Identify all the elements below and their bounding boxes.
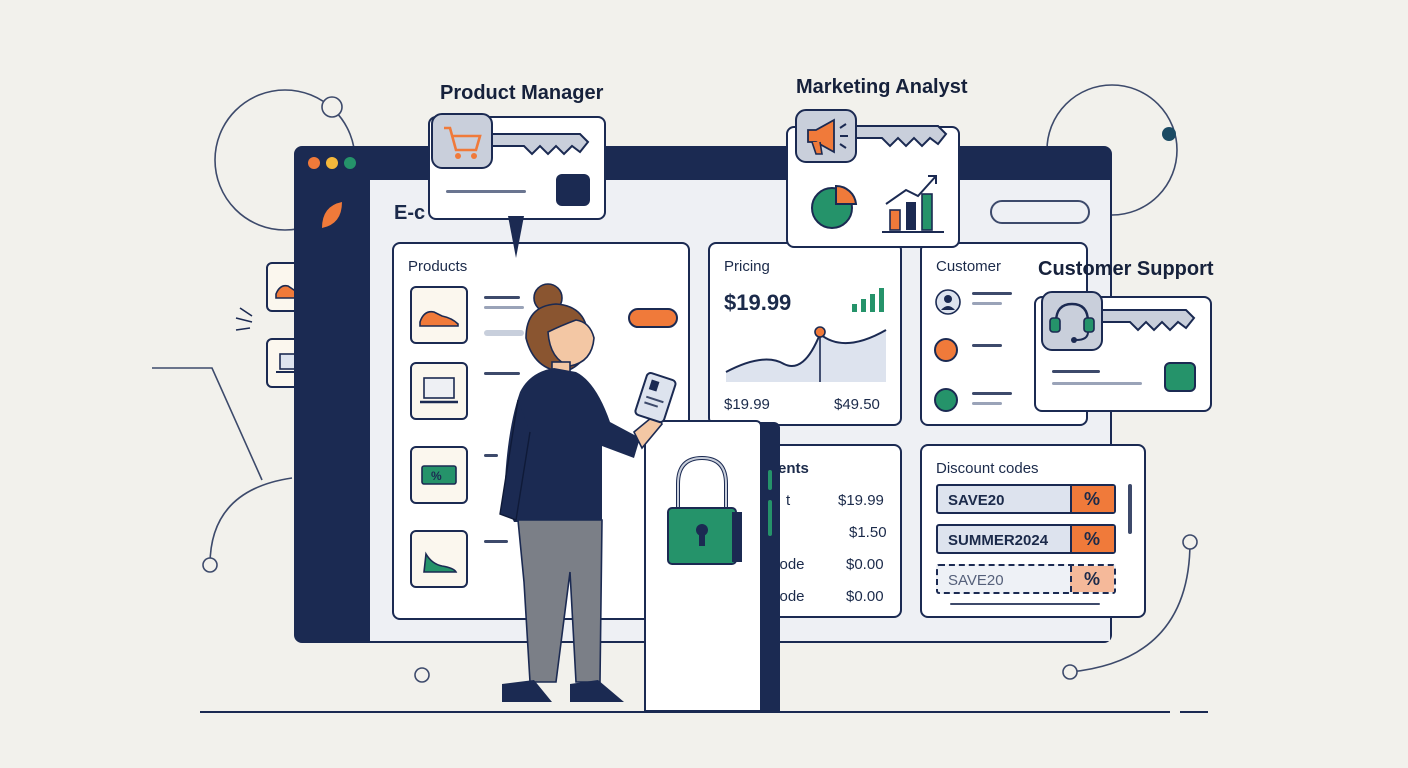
payment-row-value: $19.99 <box>838 492 884 509</box>
discount-code-item[interactable]: SUMMER2024 % <box>936 524 1116 554</box>
access-door <box>644 420 782 712</box>
product-line <box>484 454 498 457</box>
laptop-icon <box>420 377 458 404</box>
product-line <box>484 296 520 299</box>
pricing-range-max: $49.50 <box>834 396 880 413</box>
customer-status-orange <box>934 338 958 362</box>
payment-row-value: $1.50 <box>849 524 887 541</box>
percent-badge: % <box>1070 566 1114 592</box>
customer-line <box>972 302 1002 305</box>
discount-code-item-draft[interactable]: SAVE20 % <box>936 564 1116 594</box>
key-card-line <box>1052 382 1142 385</box>
products-card-title: Products <box>408 258 468 275</box>
customer-line <box>972 344 1002 347</box>
key-card-badge <box>1164 362 1196 392</box>
role-label-customer-support: Customer Support <box>1038 258 1214 280</box>
percent-badge: % <box>1070 486 1114 512</box>
percent-icon: % <box>1084 569 1101 589</box>
payment-row-label: t <box>786 492 791 509</box>
marketing-analyst-key-icon <box>795 109 948 163</box>
product-item-shoe[interactable] <box>410 286 468 344</box>
percent-icon: % <box>1084 489 1101 509</box>
pricing-card-title: Pricing <box>724 258 770 275</box>
percent-icon: % <box>1084 529 1101 549</box>
voucher-icon: % <box>421 465 457 485</box>
customer-status-green <box>934 388 958 412</box>
product-action-button[interactable] <box>628 308 678 328</box>
payments-card-title: ents <box>778 460 809 477</box>
discount-code-item[interactable]: SAVE20 % <box>936 484 1116 514</box>
discount-list-scrollbar[interactable] <box>1128 484 1132 534</box>
payment-row-label: code <box>772 588 805 605</box>
payment-row-value: $0.00 <box>846 556 884 573</box>
discount-code-text: SUMMER2024 <box>948 532 1049 549</box>
product-manager-key-icon <box>431 113 590 169</box>
window-maximize-dot[interactable] <box>344 157 356 169</box>
customer-card-title: Customer <box>936 258 1002 275</box>
discount-footer-line <box>950 603 1100 605</box>
discount-code-text: SAVE20 <box>948 492 1005 509</box>
pie-chart-icon <box>811 184 858 229</box>
key-card-line <box>446 190 526 193</box>
payment-row-value: $0.00 <box>846 588 884 605</box>
product-line <box>484 540 508 543</box>
customer-avatar-icon <box>935 289 961 315</box>
window-close-dot[interactable] <box>308 157 320 169</box>
heel-shoe-icon <box>423 551 458 573</box>
discount-codes-title: Discount codes <box>936 460 1039 477</box>
pricing-current-price: $19.99 <box>724 290 792 315</box>
role-label-product-manager: Product Manager <box>440 82 604 104</box>
sneaker-icon <box>419 310 459 327</box>
brand-logo-icon <box>322 202 342 228</box>
percent-badge: % <box>1070 526 1114 552</box>
discount-codes-card: Discount codes SAVE20 % SUMMER2024 % SAV… <box>920 444 1146 618</box>
discount-code-text: SAVE20 <box>948 572 1004 589</box>
window-minimize-dot[interactable] <box>326 157 338 169</box>
growth-chart-icon <box>882 175 944 233</box>
product-item-heels[interactable] <box>410 530 468 588</box>
product-line <box>484 330 524 336</box>
customer-line <box>972 402 1002 405</box>
key-card-line <box>1052 370 1100 373</box>
role-label-marketing-analyst: Marketing Analyst <box>796 76 968 98</box>
product-item-laptop[interactable] <box>410 362 468 420</box>
signal-bars-icon <box>852 288 884 312</box>
person-with-keycard <box>499 283 677 702</box>
customer-line <box>972 392 1012 395</box>
customer-support-key-icon <box>1041 291 1196 351</box>
payment-row-label: code <box>772 556 805 573</box>
product-item-voucher[interactable]: % <box>410 446 468 504</box>
pricing-card: Pricing $19.99 $19.99 $49.50 <box>708 242 902 426</box>
key-card-badge <box>556 174 590 206</box>
price-range-chart <box>725 326 887 382</box>
page-title: E-c <box>394 202 426 224</box>
svg-text:%: % <box>431 469 442 483</box>
customer-line <box>972 292 1012 295</box>
tooltip-pointer <box>508 216 524 258</box>
pricing-range-min: $19.99 <box>724 396 770 413</box>
product-line <box>484 306 524 309</box>
keycard-icon <box>634 372 677 424</box>
search-pill[interactable] <box>990 200 1090 224</box>
product-line <box>484 372 520 375</box>
padlock-icon <box>667 455 742 565</box>
